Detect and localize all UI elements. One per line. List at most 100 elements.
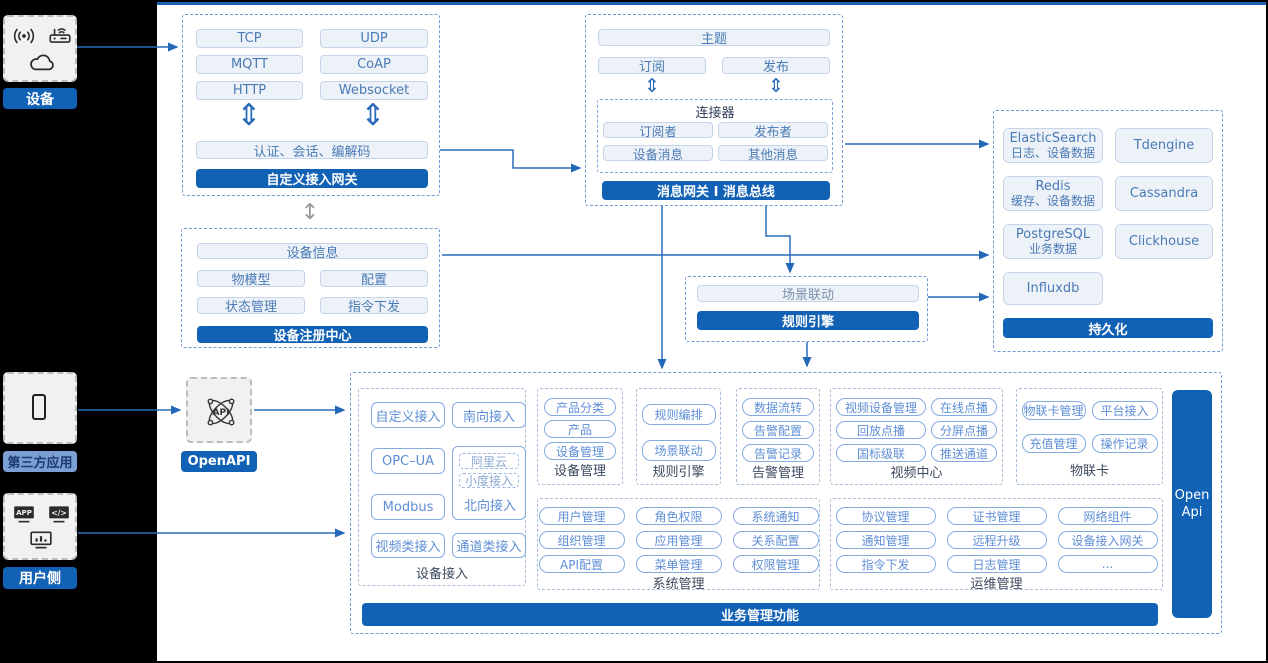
section-label: 物联卡 [1069,464,1109,479]
user-side-label: 用户侧 [3,567,77,589]
publish-pill: 发布 [722,57,830,75]
item-pill: 平台接入 [1091,401,1158,420]
store-clickhouse: Clickhouse [1115,224,1213,259]
store-name: Influxdb [1026,281,1080,296]
config-pill: 配置 [320,270,428,288]
access-video: 视频类接入 [371,533,445,558]
section-label: 规则引擎 [652,465,705,480]
protocol-http: HTTP [196,81,303,100]
phone-icon [32,394,46,420]
item-pill: 日志管理 [946,555,1047,573]
api-atom-icon: API [207,398,235,426]
app-icon: APP [14,506,34,523]
protocol-coap: CoAP [320,55,428,74]
cloud-icon [30,54,54,71]
item-pill: 国标级联 [836,444,926,462]
code-icon: </> [49,506,69,523]
item-pill: 告警记录 [742,444,814,462]
store-influxdb: Influxdb [1003,272,1103,305]
item-pill: 推送通道 [931,444,997,462]
item-pill: 菜单管理 [635,555,722,573]
business-title-bar: 业务管理功能 [362,603,1158,626]
store-desc: 日志、设备数据 [1010,145,1095,160]
double-arrow-icon: ⇕ [360,98,386,133]
custom-gateway-title: 自定义接入网关 [196,169,428,188]
store-name: Clickhouse [1128,234,1200,249]
item-pill: 关系配置 [732,531,819,549]
item-pill: 充值管理 [1021,434,1086,453]
item-pill: 视频设备管理 [836,398,926,416]
section-video-center: 视频设备管理 在线点播 回放点播 分屏点播 国标级联 推送通道 视频中心 [830,388,1003,485]
section-alarm-mgmt: 数据流转 告警配置 告警记录 告警管理 [736,388,820,485]
user-side-box: APP </> [3,493,77,560]
code-icon-text: </> [51,509,67,518]
access-custom: 自定义接入 [371,402,445,428]
other-message-pill: 其他消息 [718,145,828,162]
item-pill: 产品 [544,420,616,438]
business-box [350,372,1222,634]
item-pill: ... [1057,555,1158,573]
item-pill: 操作记录 [1091,434,1158,453]
item-pill: 设备管理 [544,442,616,460]
item-pill: 协议管理 [835,507,936,525]
section-label: 视频中心 [890,466,943,481]
custom-gateway-box [182,14,440,196]
store-redis: Redis 缓存、设备数据 [1003,176,1103,211]
session-codec-pill: 认证、会话、编解码 [196,141,428,160]
access-aliyun: 阿里云 [459,453,519,469]
rule-engine-title: 规则引擎 [697,311,919,330]
store-tdengine: Tdengine [1115,128,1213,163]
item-pill: 告警配置 [742,421,814,439]
device-info-pill: 设备信息 [197,243,428,261]
command-dispatch-pill: 指令下发 [320,297,428,315]
persistence-title: 持久化 [1003,318,1213,338]
connector-box [597,99,833,173]
section-device-access: 自定义接入 南向接入 OPC–UA 阿里云 小度接入 北向接入 Modbus 视… [358,388,526,586]
protocol-tcp: TCP [196,29,303,48]
section-system-mgmt: 用户管理 角色权限 系统通知 组织管理 应用管理 关系配置 API配置 菜单管理… [537,498,820,592]
section-iot-card: 物联卡管理 平台接入 充值管理 操作记录 物联卡 [1016,388,1163,485]
signal-icon [13,28,35,44]
store-desc: 缓存、设备数据 [1010,193,1095,208]
scene-linkage-pill: 场景联动 [697,285,919,303]
item-pill: 远程升级 [946,531,1047,549]
protocol-websocket: Websocket [320,81,428,100]
item-pill: 分屏点播 [931,421,997,439]
openapi-label: OpenAPI [181,451,257,472]
router-icon [49,28,71,43]
item-pill: API配置 [538,555,625,573]
store-cassandra: Cassandra [1115,176,1213,211]
third-party-box [3,372,77,444]
section-label: 设备接入 [415,567,468,582]
store-name: PostgreSQL [1015,226,1091,242]
rule-engine-box [685,276,928,342]
section-rule-engine: 规则编排 场景联动 规则引擎 [636,388,721,485]
section-label: 运维管理 [970,577,1023,592]
double-arrow-icon: ⇕ [768,75,784,97]
section-label: 设备管理 [553,464,606,479]
item-pill: 网络组件 [1057,507,1158,525]
persistence-box [993,110,1223,352]
store-desc: 业务数据 [1028,241,1077,256]
access-channel: 通道类接入 [452,533,526,558]
item-pill: 规则编排 [641,404,716,425]
access-south: 南向接入 [452,402,526,428]
device-message-pill: 设备消息 [603,145,713,162]
item-pill: 物联卡管理 [1021,401,1086,420]
thing-model-pill: 物模型 [197,270,305,288]
item-pill: 场景联动 [641,440,716,461]
store-name: Cassandra [1129,186,1199,201]
double-arrow-icon: ⇕ [644,75,660,97]
item-pill: 组织管理 [538,531,625,549]
chart-icon [30,531,52,549]
device-label: 设备 [3,88,77,109]
subscriber-pill: 订阅者 [603,122,713,139]
item-pill: 角色权限 [635,507,722,525]
access-north: 北向接入 [463,499,516,514]
store-name: ElasticSearch [1009,130,1097,146]
store-name: Tdengine [1133,138,1195,153]
item-pill: 数据流转 [742,398,814,416]
app-icon-text: APP [16,508,32,517]
message-bus-box [585,14,843,206]
openapi-box: API [186,377,252,443]
